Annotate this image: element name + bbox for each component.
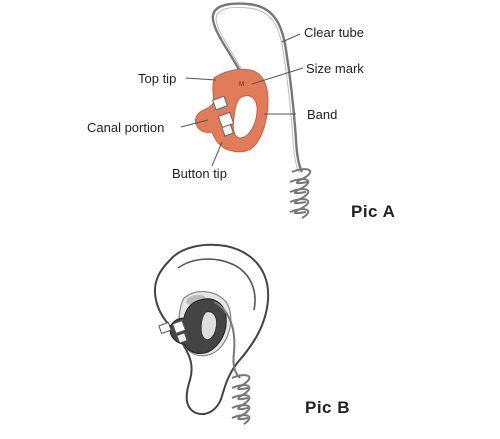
coiled-tube-in-ear [231,374,251,425]
label-button-tip: Button tip [172,166,227,181]
coiled-tube [289,168,312,219]
label-canal-portion: Canal portion [87,120,165,135]
label-clear-tube: Clear tube [304,25,364,40]
leader-lines [180,33,304,167]
pic-b-illustration [154,243,270,425]
clear-tube-in-ear [213,301,241,379]
label-top-tip: Top tip [138,71,177,86]
pic-a-title: Pic A [351,202,396,221]
pic-b-title: Pic B [305,398,351,417]
size-mark-glyph: M [239,82,244,88]
clear-tube [211,2,304,173]
label-size-mark: Size mark [306,61,364,76]
label-band: Band [307,107,338,122]
earmold-band-opening [232,95,258,139]
button-tip [212,95,235,137]
button-tip-in-ear [158,319,188,344]
pic-a-illustration: M [180,2,312,219]
